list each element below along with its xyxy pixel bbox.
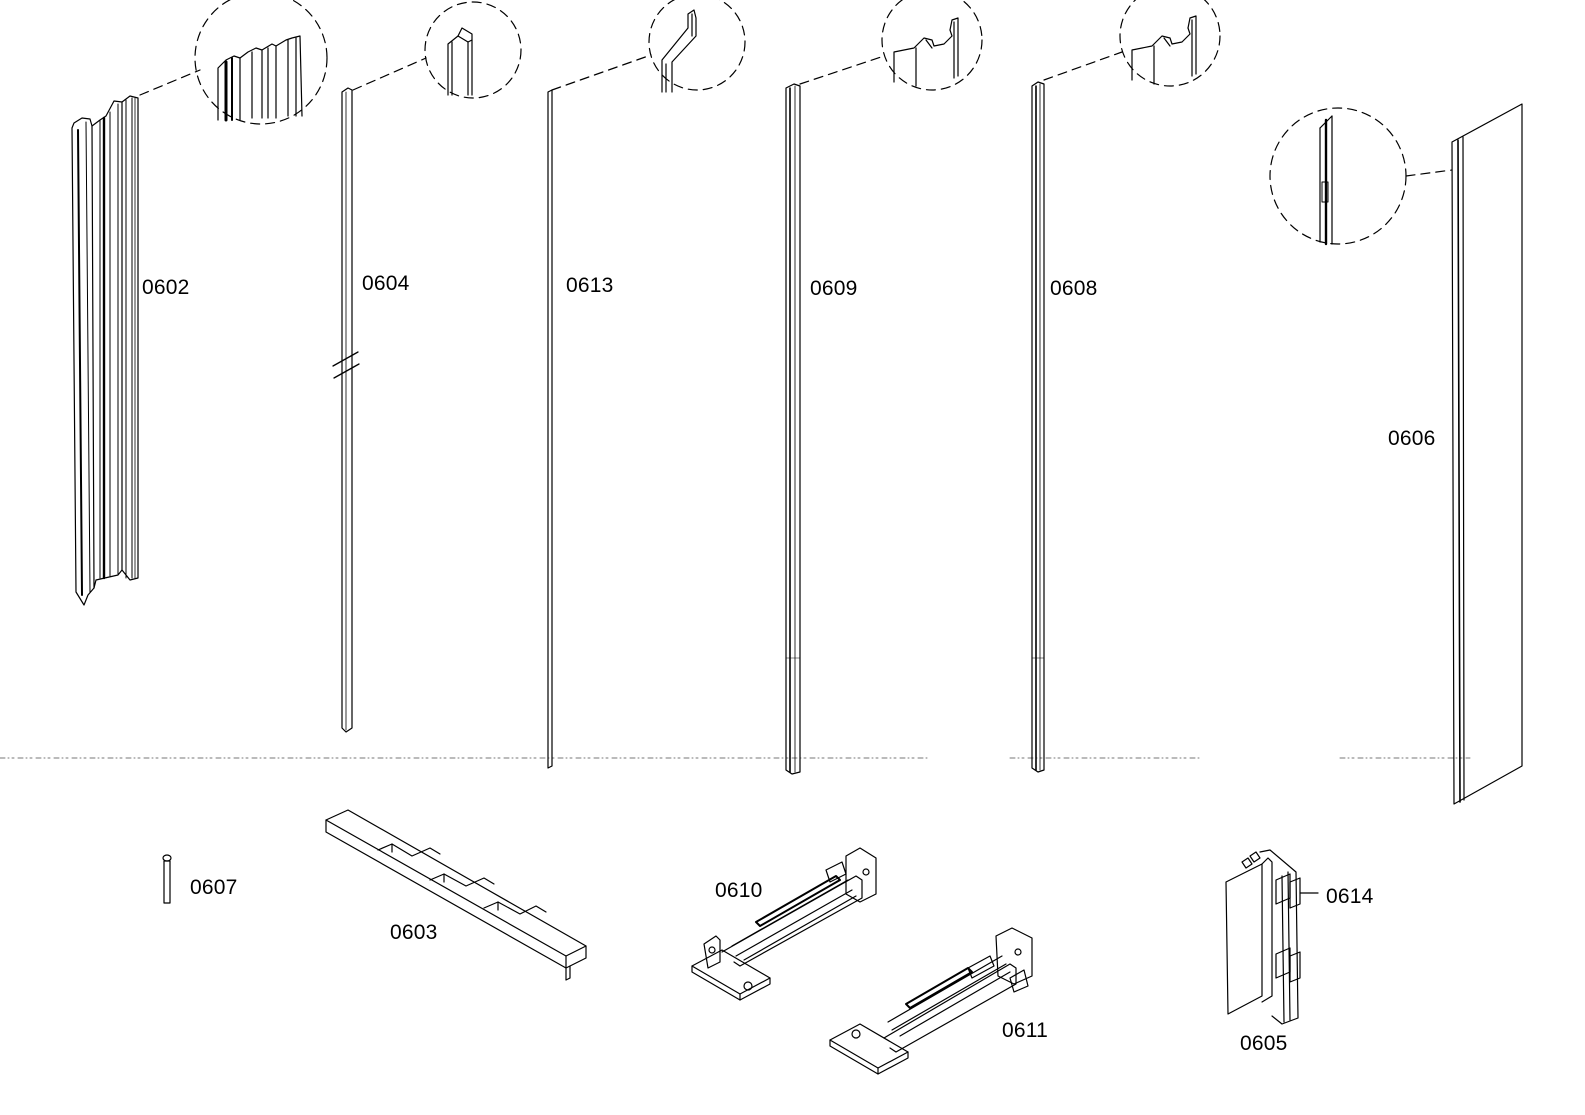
label-0605: 0605 bbox=[1240, 1032, 1288, 1055]
label-0606: 0606 bbox=[1388, 427, 1436, 450]
detail-callout-0606 bbox=[1270, 108, 1452, 244]
part-0613-rod bbox=[548, 90, 552, 768]
part-0609-channel bbox=[786, 84, 800, 774]
detail-callout-0604 bbox=[353, 2, 521, 98]
label-0603: 0603 bbox=[390, 921, 438, 944]
label-0611: 0611 bbox=[1002, 1019, 1048, 1042]
label-0610: 0610 bbox=[715, 879, 763, 902]
part-0602-profile bbox=[72, 96, 138, 605]
label-0602: 0602 bbox=[142, 276, 190, 299]
part-0603-bracket bbox=[326, 810, 586, 980]
part-0610-slide bbox=[692, 848, 876, 1000]
label-0614: 0614 bbox=[1326, 885, 1374, 908]
detail-callout-0613 bbox=[552, 0, 745, 92]
label-0607: 0607 bbox=[190, 876, 238, 899]
part-0614-hinge-pin bbox=[1290, 878, 1318, 982]
part-0611-slide bbox=[830, 928, 1032, 1074]
part-0605-hinge-frame bbox=[1226, 850, 1298, 1024]
detail-callout-0609 bbox=[800, 0, 982, 90]
detail-callout-0608 bbox=[1044, 0, 1220, 86]
part-0608-channel bbox=[1032, 82, 1044, 772]
part-0606-panel bbox=[1452, 104, 1522, 804]
detail-callout-0602 bbox=[140, 0, 327, 124]
label-0604: 0604 bbox=[362, 272, 410, 295]
label-0608: 0608 bbox=[1050, 277, 1098, 300]
part-0607-pin bbox=[163, 855, 171, 903]
label-0609: 0609 bbox=[810, 277, 858, 300]
label-0613: 0613 bbox=[566, 274, 614, 297]
part-0604-strip bbox=[333, 88, 359, 732]
